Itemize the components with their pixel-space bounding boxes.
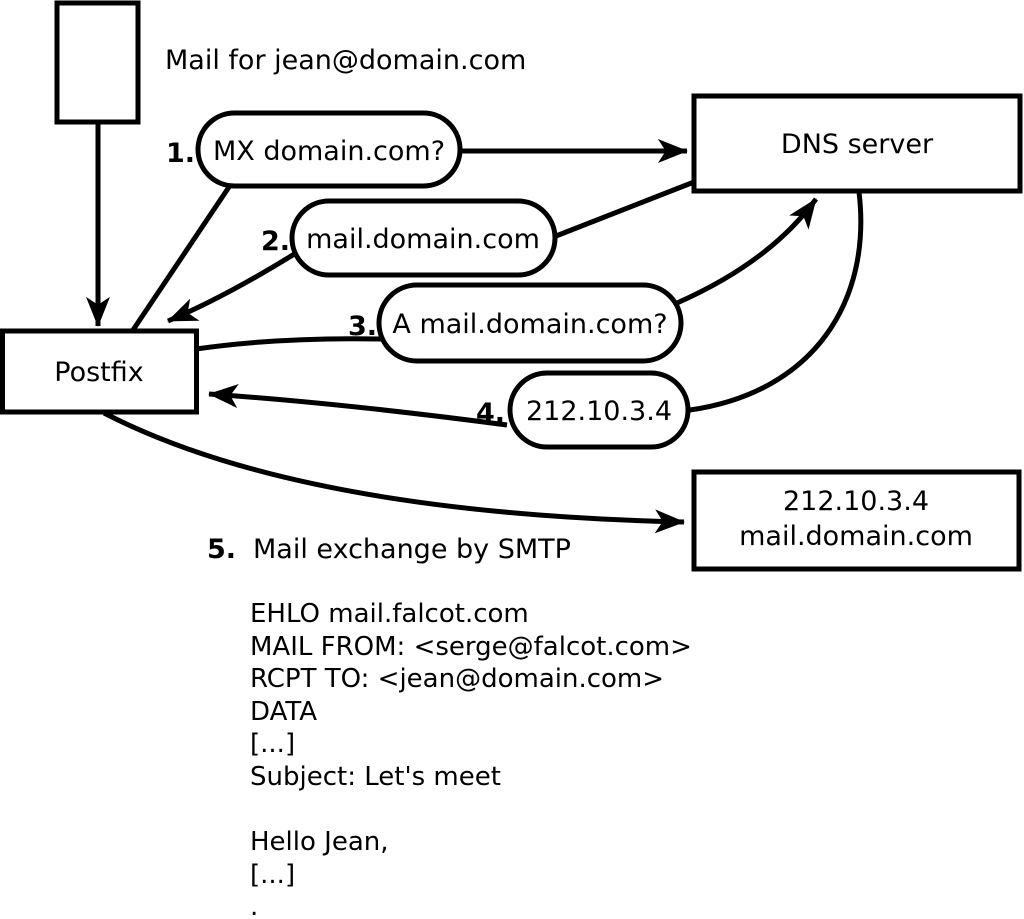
arrow-postfix-to-mailserver-smtp xyxy=(102,410,685,534)
smtp-line: DATA xyxy=(250,697,317,727)
query1-label: MX domain.com? xyxy=(213,136,445,167)
step5-number: 5. xyxy=(207,534,236,565)
step5-label: Mail exchange by SMTP xyxy=(253,534,571,565)
dns-server-node xyxy=(691,93,1023,194)
reply4-bubble xyxy=(507,370,691,450)
arrow-reply4-to-postfix xyxy=(208,384,508,428)
edge-dns-to-reply2 xyxy=(555,179,695,239)
mail-server-node xyxy=(691,469,1022,572)
reply2-bubble xyxy=(289,198,558,278)
reply4-label: 212.10.3.4 xyxy=(526,396,672,427)
step2-number: 2. xyxy=(261,226,290,257)
edge-dns-to-reply4 xyxy=(689,191,864,413)
smtp-line: Hello Jean, xyxy=(250,827,389,857)
smtp-line: [...] xyxy=(250,729,295,759)
arrow-query3-to-dns xyxy=(675,197,819,306)
smtp-line: MAIL FROM: <serge@falcot.com> xyxy=(250,632,692,662)
smtp-line: RCPT TO: <jean@domain.com> xyxy=(250,664,664,694)
postfix-node xyxy=(0,328,199,415)
edge-postfix-to-query1 xyxy=(130,185,232,332)
step4-number: 4. xyxy=(476,398,505,429)
smtp-line: Subject: Let's meet xyxy=(250,762,501,792)
mail-server-ip-label: 212.10.3.4 xyxy=(783,486,929,517)
query1-bubble xyxy=(195,110,463,189)
postfix-label: Postfix xyxy=(54,357,143,388)
smtp-line: EHLO mail.falcot.com xyxy=(250,599,529,629)
smtp-line: [...] xyxy=(250,860,295,890)
smtp-line: . xyxy=(250,892,258,919)
edge-postfix-to-query3 xyxy=(195,336,382,352)
mail-annotation: Mail for jean@domain.com xyxy=(165,45,526,76)
arrow-reply2-to-postfix xyxy=(167,250,298,324)
dns-server-label: DNS server xyxy=(781,129,934,160)
query3-label: A mail.domain.com? xyxy=(392,309,667,340)
mail-server-host-label: mail.domain.com xyxy=(739,521,973,552)
reply2-label: mail.domain.com xyxy=(306,224,540,255)
step3-number: 3. xyxy=(348,311,377,342)
step1-number: 1. xyxy=(166,138,195,169)
mail-envelope-node xyxy=(54,0,141,125)
query3-bubble xyxy=(376,282,684,364)
